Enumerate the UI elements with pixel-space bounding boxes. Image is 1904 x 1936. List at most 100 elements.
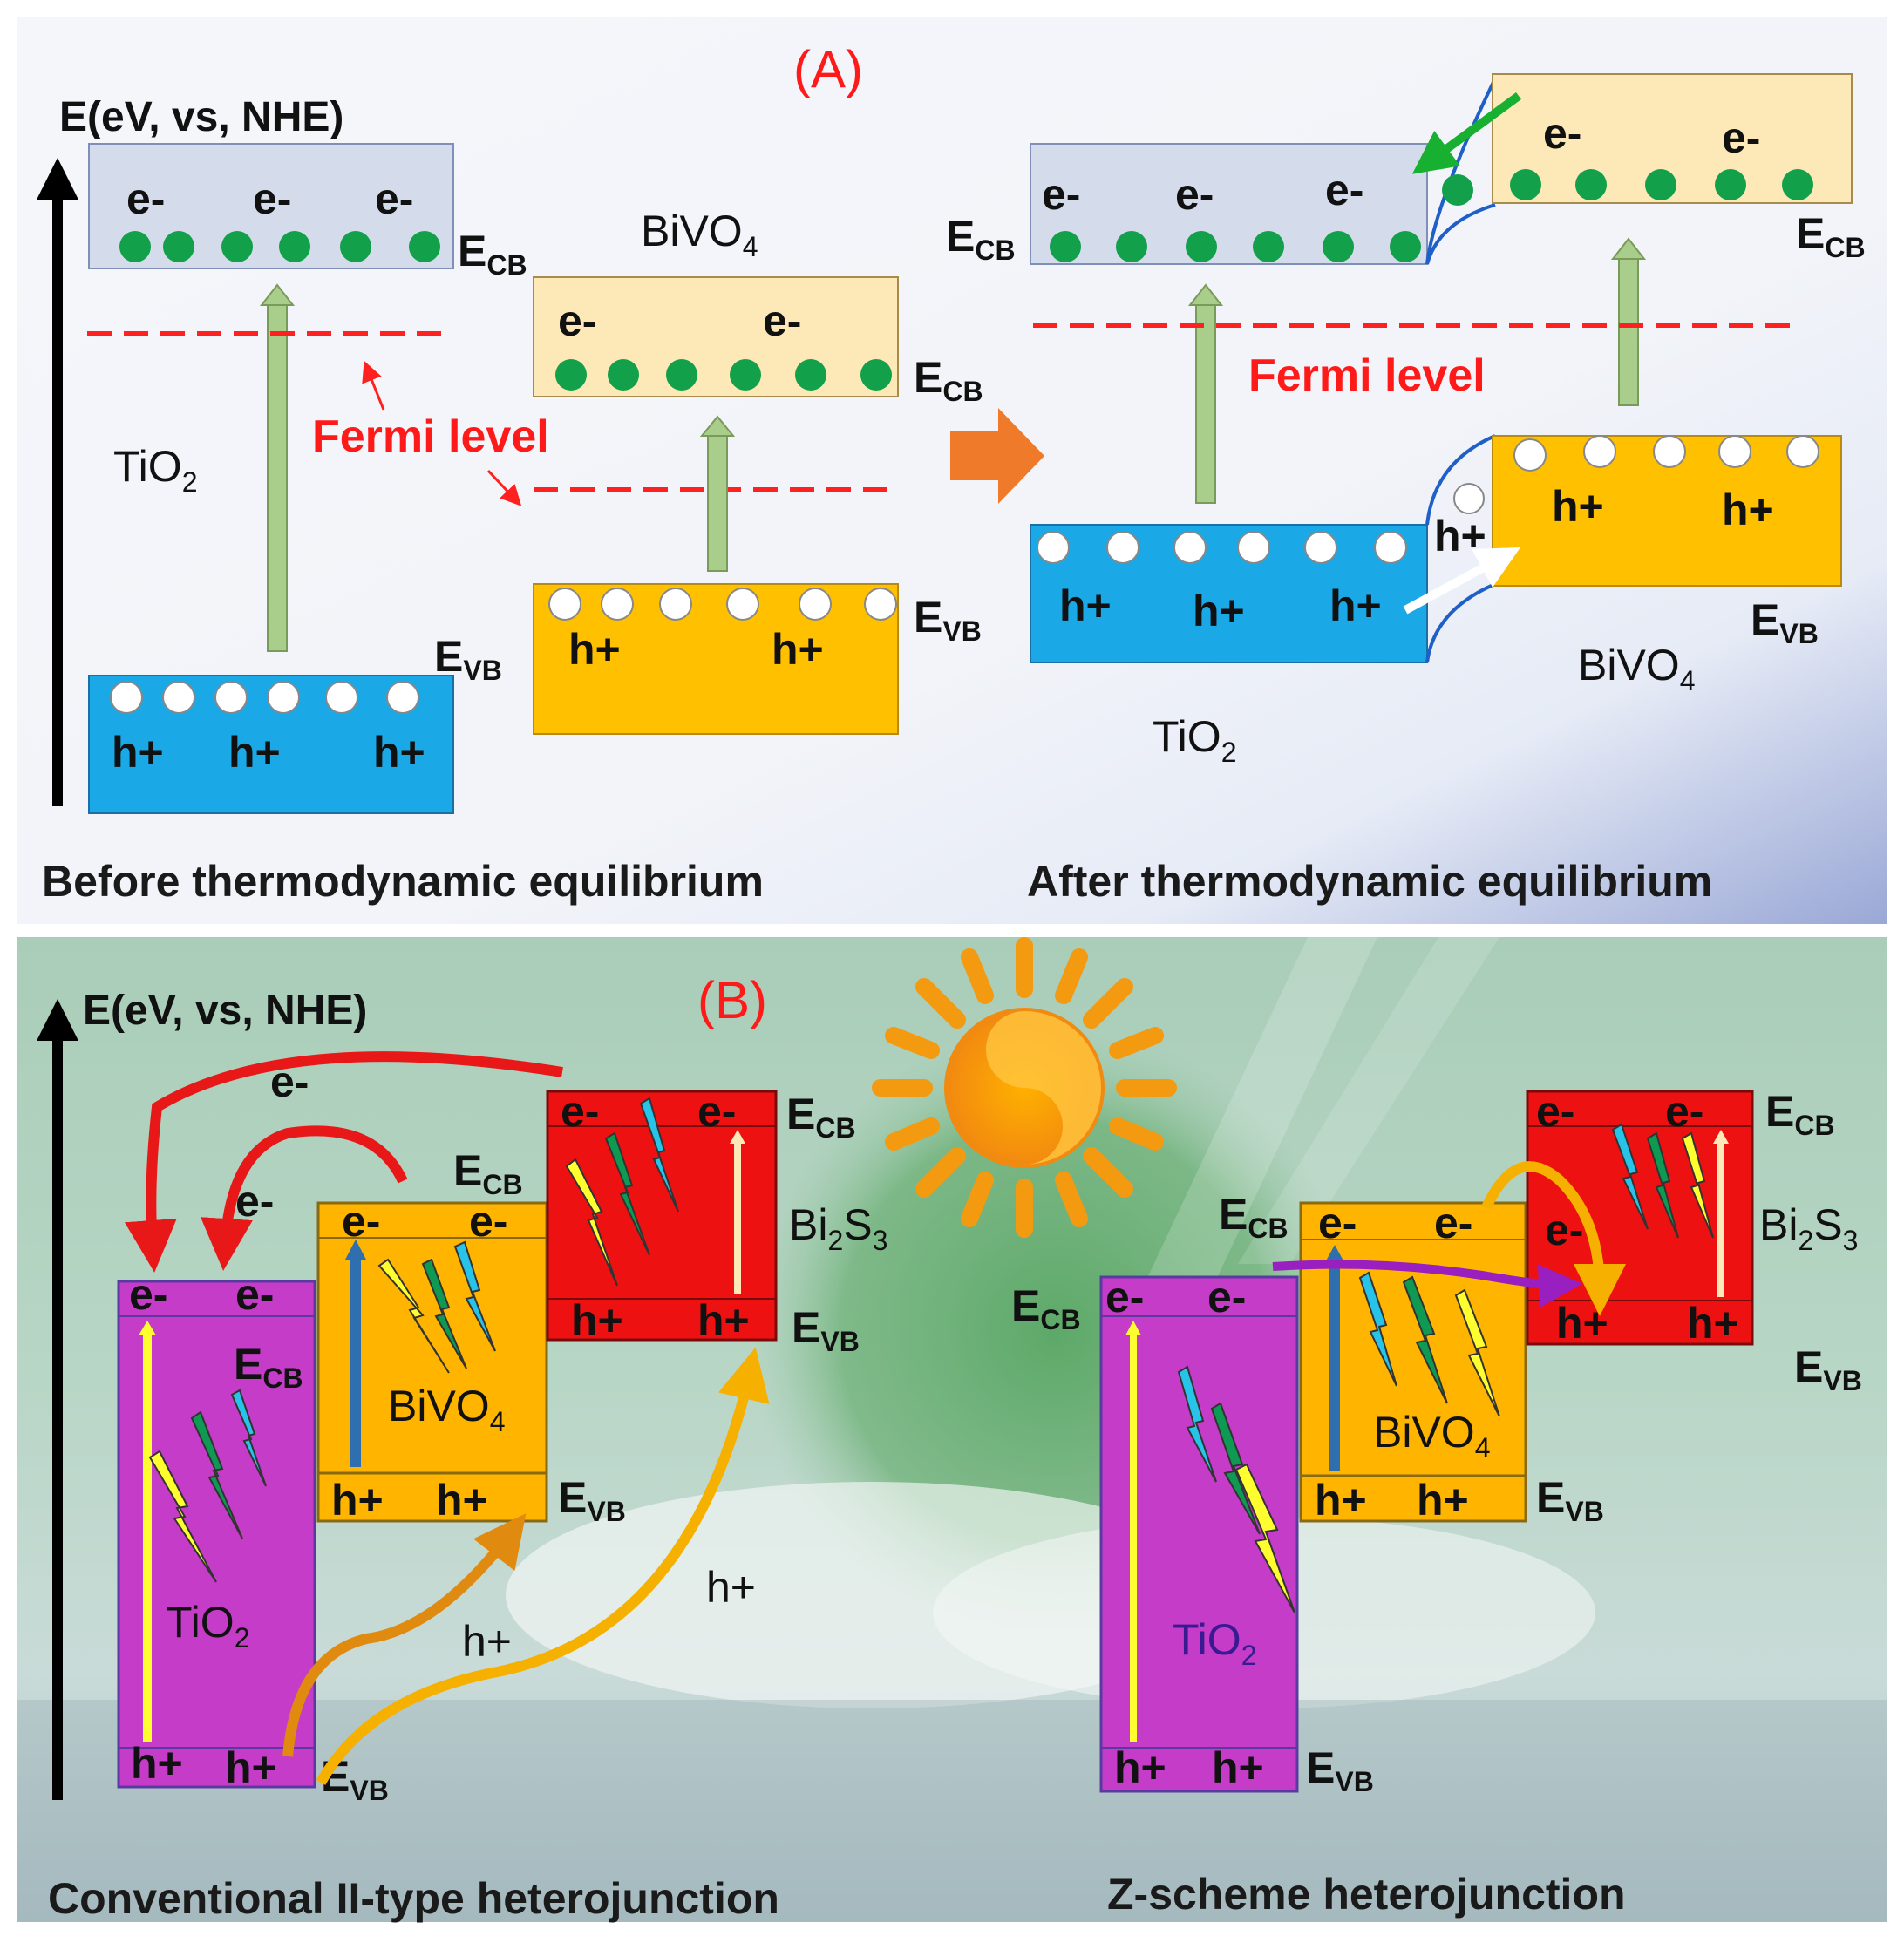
electron-label: e-: [1105, 1273, 1144, 1321]
energy-axis-label: E(eV, vs, NHE): [83, 988, 367, 1034]
electron-label: e-: [1207, 1273, 1246, 1321]
hole-label: h+: [228, 728, 281, 777]
bi2s3-excitation-arrowhead-z: [1713, 1130, 1729, 1144]
hole-transfer-arrow: [282, 1513, 527, 1757]
bi2s3-excitation-arrowhead: [730, 1130, 745, 1144]
tio2-label-equilibrium: TiO2: [1153, 712, 1236, 768]
hole-label: h+: [1434, 512, 1486, 560]
hole-label: h+: [568, 625, 621, 674]
energy-axis-label: E(eV, vs, NHE): [59, 94, 343, 140]
electron-label: e-: [270, 1057, 309, 1106]
ecb-label: ECB: [1765, 1087, 1835, 1141]
band-bending-cb-lower: [1425, 203, 1496, 265]
evb-label: EVB: [1751, 595, 1819, 649]
bivo4-excitation-arrowhead-z: [1324, 1245, 1345, 1264]
evb-label: EVB: [914, 593, 982, 647]
bivo4-holes-equilibrium: [1513, 435, 1819, 472]
evb-label: EVB: [1536, 1473, 1604, 1527]
tio2-excitation-arrowhead-equilibrium: [1187, 283, 1224, 306]
hole-label: h+: [1315, 1476, 1367, 1525]
bi2s3-label-z: Bi2S3: [1759, 1200, 1858, 1256]
bivo4-valence-band: [533, 583, 899, 735]
tio2-valence-band-equilibrium: [1030, 524, 1428, 663]
hole-label: h+: [1329, 581, 1382, 630]
bivo4-excitation-arrow-z: [1329, 1260, 1340, 1471]
electron-label: e-: [342, 1197, 380, 1246]
bi2s3-excitation-arrow-z: [1717, 1142, 1724, 1297]
hole-label: h+: [1059, 581, 1112, 630]
electron-label: e-: [1536, 1087, 1574, 1136]
evb-label: EVB: [434, 632, 502, 686]
bivo4-excitation-arrowhead: [345, 1240, 366, 1260]
tio2-excitation-arrow: [267, 300, 288, 652]
hole-label: h+: [1722, 486, 1774, 534]
ecb-label: ECB: [946, 212, 1016, 266]
bivo4-electrons-equilibrium: [1510, 169, 1813, 200]
tio2-electrons: [119, 231, 440, 262]
interface-electron: [1442, 174, 1473, 206]
hole-label: h+: [373, 728, 425, 777]
electron-label: e-: [253, 174, 291, 223]
sun-icon: [872, 937, 1177, 1238]
tio2-excitation-arrowhead-z: [1125, 1321, 1141, 1335]
hole-label: h+: [706, 1563, 756, 1612]
bivo4-vb-strip-z: [1299, 1474, 1527, 1523]
caption-after: After thermodynamic equilibrium: [1027, 857, 1712, 906]
tio2-excitation-arrow-z: [1130, 1332, 1137, 1742]
electron-label: e-: [235, 1177, 274, 1226]
fermi-level-label: Fermi level: [312, 411, 549, 462]
tio2-excitation-arrow-equilibrium: [1195, 300, 1216, 504]
bivo4-vb-strip: [316, 1471, 548, 1523]
electron-transfer-arrow-z: [1481, 1161, 1626, 1316]
ecb-label: ECB: [914, 353, 983, 407]
evb-label: EVB: [792, 1303, 860, 1357]
lightning-icon: [1358, 1271, 1500, 1417]
electron-label: e-: [561, 1087, 599, 1136]
hole-label: h+: [462, 1617, 512, 1666]
hole-label: h+: [1193, 587, 1245, 635]
electron-label: e-: [697, 1087, 736, 1136]
hole-label: h+: [331, 1476, 384, 1525]
electron-label: e-: [558, 296, 596, 345]
fermi-level-label: Fermi level: [1248, 350, 1486, 401]
hole-label: h+: [1212, 1743, 1264, 1792]
hole-label: h+: [225, 1743, 277, 1792]
panel-a-label: (A): [793, 40, 863, 98]
tio2-conduction-band-equilibrium: [1030, 143, 1428, 265]
electron-label: e-: [1543, 109, 1581, 158]
caption-z-scheme: Z-scheme heterojunction: [1107, 1870, 1626, 1919]
hole-label: h+: [1417, 1476, 1469, 1525]
bi2s3-label: Bi2S3: [789, 1200, 887, 1256]
ecb-label: ECB: [234, 1340, 303, 1394]
hole-transfer-arrow: [316, 1347, 770, 1785]
lightning-icon: [1611, 1123, 1714, 1239]
evb-label: EVB: [1794, 1342, 1862, 1396]
light-ray-image: [1133, 937, 1377, 1308]
bivo4-label: BiVO4: [388, 1382, 506, 1437]
tio2-excitation-arrow: [143, 1332, 152, 1742]
hole-label: h+: [1114, 1743, 1166, 1792]
electron-label: e-: [235, 1270, 274, 1319]
electron-label: e-: [763, 296, 801, 345]
tio2-label: TiO2: [166, 1598, 249, 1654]
fermi-pointer: [486, 469, 522, 506]
ecb-label: ECB: [458, 227, 527, 281]
electron-transfer-arrow: [1411, 92, 1521, 174]
electron-label: e-: [1434, 1199, 1472, 1247]
lightning-icon: [565, 1097, 679, 1287]
electron-label: e-: [1325, 166, 1363, 214]
bivo4-holes: [548, 588, 897, 621]
tio2-label-z: TiO2: [1173, 1615, 1256, 1671]
band-bending-vb-upper: [1425, 434, 1496, 526]
electron-label: e-: [1042, 170, 1080, 219]
hole-label: h+: [436, 1476, 488, 1525]
tio2-excitation-arrowhead: [139, 1321, 156, 1335]
electron-recombination-arrow-z: [1272, 1260, 1582, 1308]
fermi-pointer: [362, 360, 385, 411]
bivo4-electrons: [555, 359, 892, 391]
ecb-label: ECB: [1219, 1190, 1289, 1244]
water-image: [17, 1700, 1887, 1922]
bivo4-excitation-arrow: [707, 432, 728, 572]
bivo4-excitation-arrow: [350, 1255, 361, 1467]
